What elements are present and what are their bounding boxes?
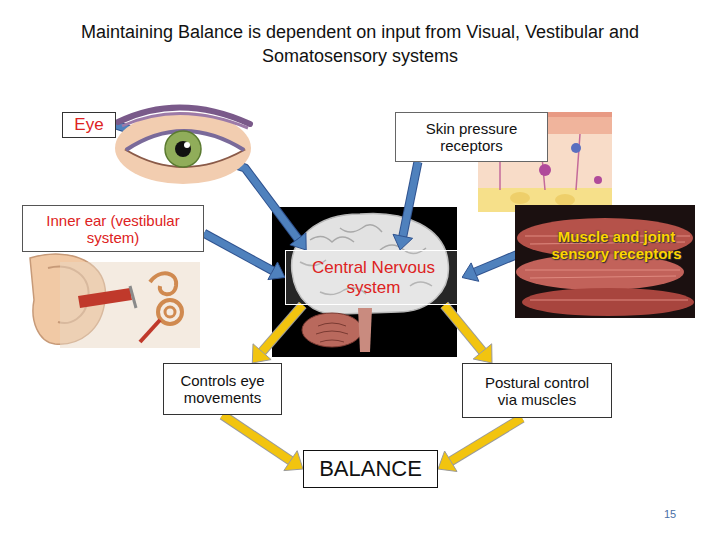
eardrum (130, 286, 136, 308)
arrow-shaft (403, 162, 418, 236)
arrow-shaft (204, 233, 273, 271)
arrow-head (393, 234, 413, 250)
node-text: Inner ear (vestibular system) (43, 212, 183, 246)
node-text: Skin pressure receptors (402, 120, 541, 154)
skull-section (60, 262, 200, 348)
pupil (175, 141, 191, 157)
eustachian-tube (140, 320, 160, 342)
arrow-outline (204, 233, 273, 271)
arrow-shaft (223, 415, 291, 461)
input-box: Skin pressure receptors (395, 112, 548, 162)
output-arrow (438, 418, 522, 472)
arrow-outline (262, 305, 303, 352)
iris (165, 131, 201, 167)
semicircular-canals (150, 273, 176, 294)
arrow-shaft (451, 418, 522, 461)
input-box: Muscle and joint sensory receptors (540, 222, 693, 268)
arrow-head (438, 451, 457, 472)
output-box: Controls eye movements (163, 363, 282, 415)
node-text: Eye (74, 115, 103, 135)
cns-box: Central Nervous system (285, 250, 462, 305)
output-arrow (223, 415, 304, 471)
page-number: 15 (664, 508, 676, 520)
input-arrow (204, 233, 285, 279)
eyebrow-hairs (122, 113, 248, 128)
result-box: BALANCE (303, 450, 438, 488)
receptor (594, 176, 602, 184)
ear-illustration (30, 254, 200, 348)
node-text: Postural control via muscles (478, 374, 596, 408)
receptor (539, 164, 551, 176)
input-arrow (393, 162, 418, 250)
page-number-holder: 15 (650, 508, 690, 520)
node-text: BALANCE (319, 456, 422, 482)
eye-skin (115, 112, 251, 184)
brain-stem (358, 308, 372, 352)
arrow-outline (451, 418, 522, 461)
muscle-illustration (515, 205, 695, 318)
muscle-background (515, 205, 695, 318)
ear-canal (78, 288, 132, 308)
diagram-title: Maintaining Balance is dependent on inpu… (60, 20, 660, 68)
title-text: Maintaining Balance is dependent on inpu… (81, 22, 639, 66)
brain-cerebellum (302, 313, 362, 347)
cochlea-inner (165, 307, 175, 317)
input-box: Eye (62, 112, 116, 138)
eye-white (126, 131, 244, 167)
arrow-outline (444, 305, 482, 351)
receptor (571, 143, 581, 153)
fat-cell (555, 194, 575, 206)
output-arrow (252, 305, 302, 363)
arrow-shaft (262, 305, 303, 352)
arrow-outline (223, 415, 291, 461)
arrow-head (462, 263, 479, 281)
arrow-head (252, 344, 271, 363)
output-box: Postural control via muscles (462, 363, 612, 418)
input-box: Inner ear (vestibular system) (22, 205, 204, 252)
arrow-head (473, 344, 492, 363)
eye-illustration (115, 107, 251, 184)
output-arrow (444, 305, 492, 363)
arrow-outline (403, 162, 418, 236)
arrow-head (290, 233, 306, 250)
muscle-bundle (522, 288, 694, 316)
cochlea (158, 300, 182, 324)
eye-highlight (184, 142, 190, 148)
node-text: Muscle and joint sensory receptors (540, 228, 693, 262)
fat-cell (510, 192, 530, 204)
node-text: Controls eye movements (164, 372, 281, 406)
cerebellum-folds (316, 323, 348, 342)
arrow-head (268, 262, 285, 280)
node-text: Central Nervous system (286, 258, 461, 298)
arrow-head (284, 451, 303, 471)
arrow-shaft (444, 305, 482, 351)
